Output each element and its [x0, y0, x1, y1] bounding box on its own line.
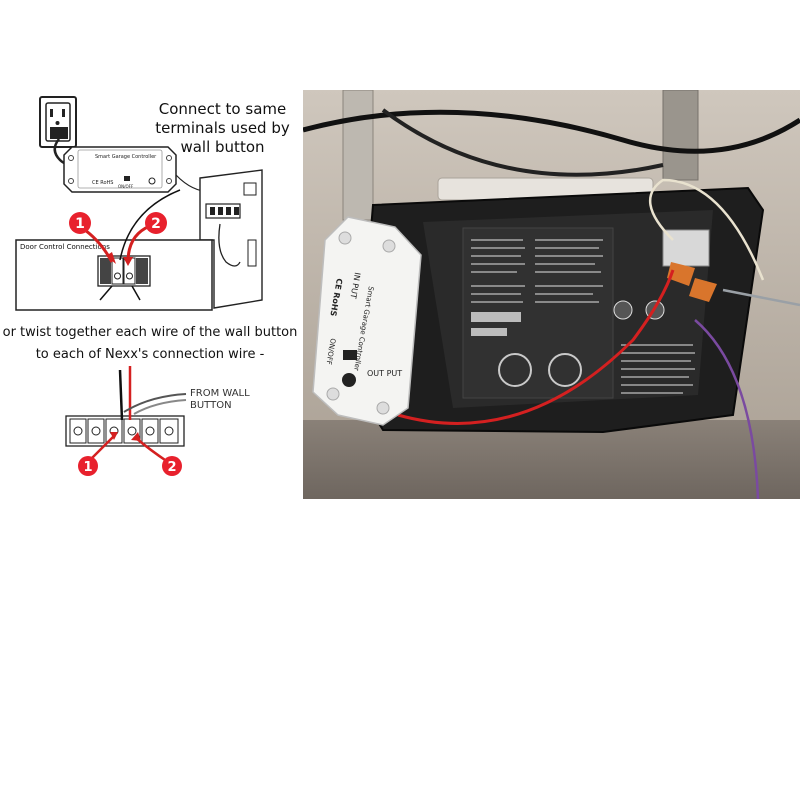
panel-terminal-block: [97, 255, 151, 287]
warning-symbol-2: [548, 353, 582, 387]
diagram-device-name: Smart Garage Controller: [95, 154, 157, 160]
label-white-box: [471, 312, 521, 322]
marker-1-top: [69, 212, 91, 234]
overhead-cable: [303, 109, 800, 154]
marker-2-top: [145, 212, 167, 234]
overhead-cable-2: [381, 108, 664, 177]
gray-wire: [722, 288, 800, 307]
marker-1-lower: [78, 456, 98, 476]
right-warning-lines: [621, 344, 695, 394]
panel-wire-black-2: [99, 285, 113, 301]
photo-controller-device: [312, 216, 422, 426]
marker-2-lower: [162, 456, 182, 476]
warning-symbol-1: [498, 353, 532, 387]
wire-nut-2: [689, 278, 717, 302]
label-white-box-2: [471, 328, 507, 336]
diagram-device-cert: CE RoHS: [92, 180, 113, 186]
arrow-2-lower-head: [131, 432, 141, 441]
diagram-device-button: ON/OFF: [118, 184, 134, 189]
lower-wire-black: [118, 369, 124, 421]
controller-device-drawing: [63, 146, 177, 193]
dial-1: [613, 300, 633, 320]
ceiling-rail: [342, 90, 374, 221]
installation-photo: IN PUT Smart Garage Controller CE RoHS O…: [303, 90, 800, 499]
caption-twist-wires: or twist together each wire of the wall …: [2, 325, 298, 362]
panel-wire-black: [119, 189, 181, 261]
steel-bracket: [662, 90, 699, 181]
beige-wire: [648, 178, 765, 281]
arrow-1-head: [106, 252, 116, 264]
photo-lower-background: [303, 420, 800, 499]
lower-wire-gray-2: [133, 399, 187, 415]
door-panel-label: Door Control Connections: [20, 243, 110, 251]
caption-from-wall-button: FROM WALL BUTTON: [190, 388, 250, 411]
lower-terminal-strip: [65, 415, 185, 447]
purple-wire: [694, 319, 760, 499]
caption-connect-terminals: Connect to same terminals used by wall b…: [155, 100, 290, 156]
photo-device-output: OUT PUT: [367, 369, 402, 378]
marker-2-top-label: 2: [151, 216, 161, 232]
lower-wire-gray-1: [123, 393, 187, 413]
marker-1-top-label: 1: [75, 216, 85, 232]
marker-1-lower-label: 1: [83, 460, 92, 475]
panel-wire-black-3: [131, 285, 141, 301]
wire-nut-1: [667, 262, 695, 286]
arrow-2-head: [123, 257, 133, 266]
label-text-lines: [471, 239, 603, 303]
arrow-1-lower-head: [110, 432, 118, 440]
red-wire: [397, 269, 675, 425]
marker-2-lower-label: 2: [167, 460, 176, 475]
